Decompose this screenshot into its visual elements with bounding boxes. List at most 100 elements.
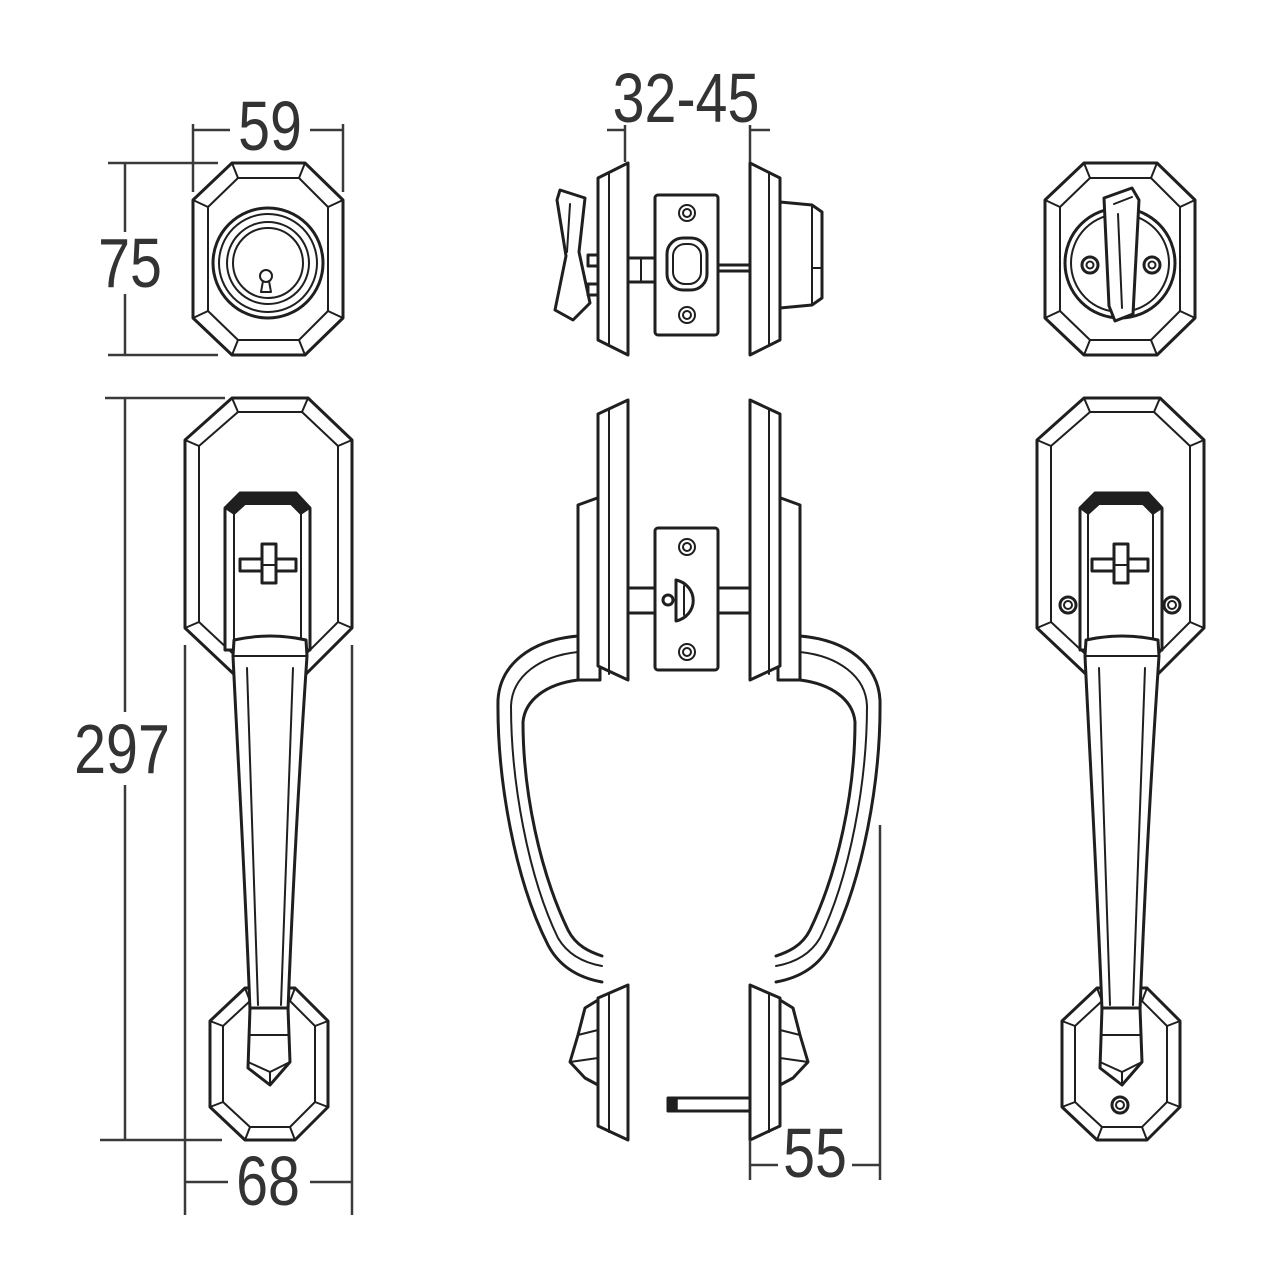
spindle-right (716, 586, 752, 615)
lever-tail (666, 1096, 752, 1113)
faceplate-bolt-opening-inner (672, 243, 702, 285)
cylinder-ring (218, 213, 318, 313)
exterior-lower-escutcheon-side (596, 983, 630, 1142)
back-handle-grip-left-highlight (1098, 667, 1111, 1006)
dimension-deadbolt-width: 59 (191, 87, 345, 192)
lever-tail-tip (667, 1097, 678, 1112)
exterior-rose-side (748, 161, 782, 357)
deadbolt-back-view (1043, 161, 1197, 357)
handleset-front-view (183, 396, 354, 1142)
interior-finial-facets (779, 1029, 809, 1063)
keyhole-top (259, 269, 273, 283)
back-handle-grip-right-highlight (1132, 667, 1146, 1006)
interior-lower-escutcheon-side (748, 983, 782, 1142)
screw-right-center (1147, 260, 1157, 270)
thumb-turn-paddle (1102, 186, 1141, 323)
screw-left-icon (1080, 255, 1100, 275)
top-escutcheon (183, 396, 354, 680)
deadbolt-side-view (553, 161, 824, 357)
keyhole-slot (260, 280, 272, 293)
latch-screw-top-center (682, 542, 692, 552)
faceplate-screw-top (678, 204, 696, 222)
back-handle-grip (1083, 634, 1161, 1012)
thumb-turn-paddle-edge (1113, 196, 1133, 309)
faceplate-screw-bottom (678, 306, 696, 324)
faceplate-screw-bottom-center (682, 310, 692, 320)
bottom-escutcheon-corner-lines (209, 987, 329, 1141)
screw-right-icon (1162, 595, 1182, 615)
interior-handle-loop (774, 634, 882, 984)
handle-grip-outline (231, 634, 309, 1012)
cylinder-body-side (778, 200, 824, 310)
handle-grip-left-highlight (246, 667, 259, 1006)
faceplate-screw-top-center (682, 208, 692, 218)
deadbolt-back-bevel-corner-lines (1044, 162, 1196, 356)
exterior-loop-outer (496, 634, 604, 984)
back-bottom-escutcheon-corner-lines (1061, 987, 1181, 1141)
back-bottom-screw-center (1115, 1100, 1125, 1110)
exterior-loop-inner (521, 678, 604, 958)
deadbolt-front-bevel-corner-lines (192, 162, 344, 356)
back-handle-finial (1098, 1006, 1144, 1087)
interior-rose-side (596, 161, 630, 357)
screw-right-icon (1142, 255, 1162, 275)
dimension-label-door-thickness: 32-45 (613, 59, 760, 138)
screw-left-icon (1058, 595, 1078, 615)
dimension-handleset-width: 68 (183, 645, 354, 1220)
dimension-handleset-height: 297 (74, 396, 225, 1142)
interior-loop-middle (775, 651, 868, 967)
tailpiece (716, 263, 752, 273)
back-handle-grip-outline (1083, 634, 1161, 1012)
handle-grip (231, 634, 309, 1012)
handleset-side-view (496, 398, 882, 1142)
dimension-handle-projection: 55 (748, 825, 882, 1193)
exterior-finial-facets (569, 1029, 599, 1063)
dimension-label-handle-projection: 55 (783, 1114, 847, 1193)
dimension-label-handleset-height: 297 (74, 710, 170, 789)
interior-escutcheon-side (748, 398, 782, 682)
exterior-handle-loop (496, 634, 604, 984)
thumb-lever-stem (260, 542, 278, 585)
handle-finial-facets (247, 1034, 291, 1086)
screw-left-center (1085, 260, 1095, 270)
latch-pin (661, 593, 675, 607)
dimension-door-thickness: 32-45 (607, 59, 770, 162)
thumb-piece-recess-top-band (224, 492, 311, 515)
latch-screw-bottom (678, 643, 696, 661)
spindle-left (626, 586, 657, 615)
back-thumb-piece-recess-top-band (1079, 492, 1163, 515)
interior-loop-inner (774, 678, 857, 958)
handleset-back-view (1035, 396, 1206, 1142)
dimension-deadbolt-height: 75 (98, 161, 218, 357)
back-top-escutcheon (1035, 396, 1206, 680)
thumb-lever (238, 542, 298, 585)
latch-screw-top (678, 538, 696, 556)
cylinder-plug (232, 227, 304, 299)
back-plate-screw-left-center (1063, 600, 1073, 610)
thumb-turn-side (553, 188, 592, 322)
handle-grip-right-highlight (280, 667, 294, 1006)
screw-bottom-icon (1110, 1095, 1130, 1115)
handle-finial (246, 1006, 292, 1087)
cylinder-body-detail (811, 204, 823, 306)
thumb-turn-edge (566, 203, 571, 253)
exterior-loop-middle (510, 651, 603, 967)
back-thumb-lever-stem (1112, 542, 1130, 585)
faceplate-bolt-opening (665, 236, 709, 292)
screw-right-head (1142, 255, 1162, 275)
exterior-escutcheon-side (596, 398, 630, 682)
dimension-label-deadbolt-width: 59 (238, 87, 302, 166)
back-bottom-screw (1110, 1095, 1130, 1115)
screw-left-head (1080, 255, 1100, 275)
back-plate-screw-right (1162, 595, 1182, 615)
back-plate-screw-left (1058, 595, 1078, 615)
cylinder-face (226, 221, 310, 305)
back-plate-screw-right-center (1167, 600, 1177, 610)
keyhole-icon (259, 269, 273, 293)
interior-loop-outer (774, 634, 882, 984)
back-handle-finial-facets (1099, 1034, 1143, 1086)
cylinder-outer-ring (211, 206, 325, 320)
back-thumb-lever (1090, 542, 1150, 585)
deadbolt-front-view (191, 161, 345, 357)
